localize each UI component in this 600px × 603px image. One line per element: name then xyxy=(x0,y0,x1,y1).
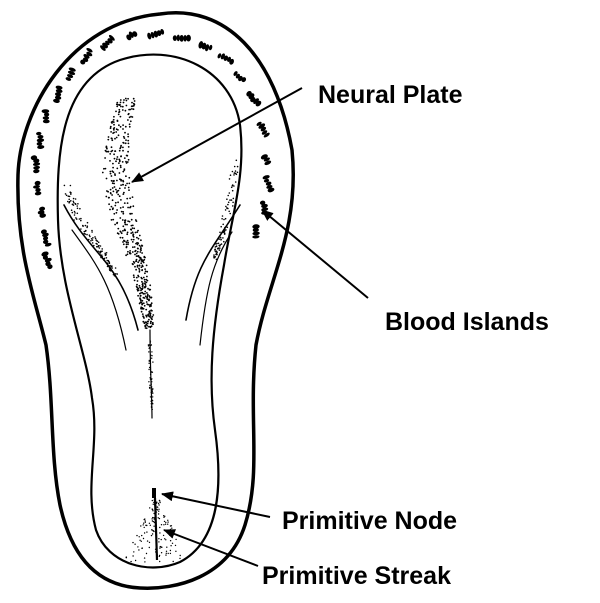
inner-embryo-outline xyxy=(56,53,243,569)
blood-island xyxy=(37,206,46,218)
blood-island xyxy=(65,67,76,81)
blood-islands-leader xyxy=(261,209,369,299)
primitive-streak-leader xyxy=(163,529,259,567)
blood-island xyxy=(147,28,165,40)
blood-island xyxy=(172,34,191,42)
blood-island xyxy=(41,251,53,270)
blood-island xyxy=(41,109,50,124)
blood-island xyxy=(30,155,41,174)
primitive-node-leader xyxy=(161,491,271,518)
blood-island xyxy=(40,229,52,247)
outer-embryo-outline xyxy=(16,11,295,590)
blood-islands-label: Blood Islands xyxy=(385,308,549,336)
blood-island xyxy=(33,180,42,196)
blood-island xyxy=(252,224,260,239)
neural-plate-label: Neural Plate xyxy=(318,81,463,109)
neural-plate-stipple xyxy=(63,97,239,411)
blood-island xyxy=(80,47,93,65)
blood-islands xyxy=(30,28,275,270)
primitive-node-label: Primitive Node xyxy=(282,507,457,535)
blood-island xyxy=(36,131,45,149)
blood-island xyxy=(217,53,234,65)
blood-island xyxy=(260,154,272,166)
primitive-streak-mark xyxy=(152,488,159,561)
primitive-streak-label: Primitive Streak xyxy=(262,562,451,590)
blood-island xyxy=(256,121,270,138)
blood-island xyxy=(198,41,213,52)
blood-island xyxy=(53,85,63,103)
blood-island xyxy=(246,91,262,107)
blood-island xyxy=(126,31,138,41)
blood-island xyxy=(100,34,115,51)
primitive-streak-stipple xyxy=(125,499,181,563)
blood-island xyxy=(233,71,247,83)
blood-island xyxy=(262,175,275,193)
neural-plate-leader xyxy=(131,87,303,183)
